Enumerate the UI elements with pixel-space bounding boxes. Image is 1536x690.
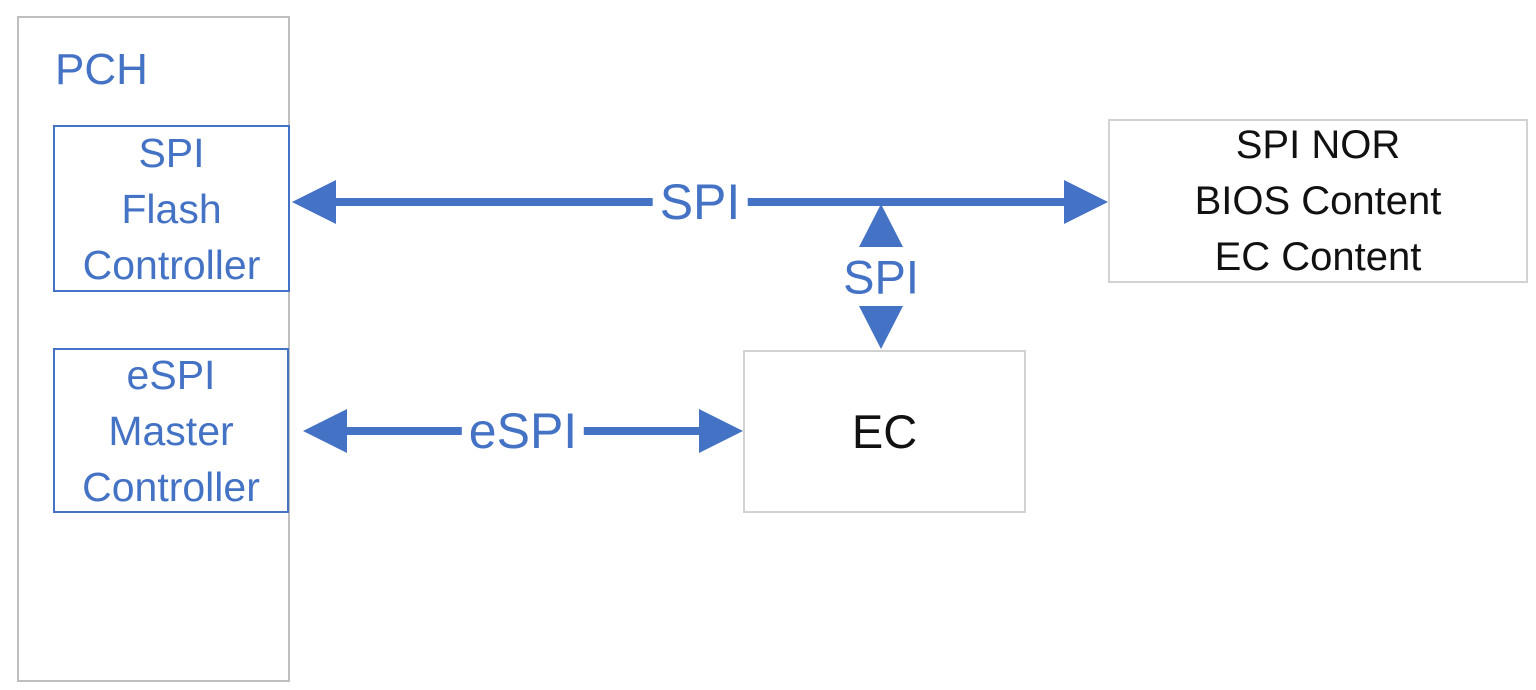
spi-flash-controller-label-line: SPI — [138, 129, 205, 176]
pch-label: PCH — [55, 45, 148, 94]
arrowhead-right-icon — [1064, 180, 1108, 224]
spi-ec-branch-label: SPI — [839, 251, 923, 302]
ec-label: EC — [851, 405, 918, 458]
ec-box: EC — [743, 350, 1026, 513]
espi-master-controller-box: eSPI Master Controller — [53, 348, 289, 513]
espi-bus-arrow: eSPI — [303, 406, 743, 456]
spi-flash-controller-box: SPI Flash Controller — [53, 125, 290, 292]
spi-nor-box: SPI NOR BIOS Content EC Content — [1108, 119, 1528, 283]
spi-nor-label-line: BIOS Content — [1194, 179, 1442, 223]
espi-bus-label: eSPI — [461, 406, 585, 456]
arrowhead-left-icon — [303, 409, 347, 453]
arrowhead-left-icon — [292, 180, 336, 224]
spi-nor-label-line: SPI NOR — [1235, 123, 1401, 167]
arrowhead-up-icon — [859, 204, 903, 247]
spi-bus-label: SPI — [652, 177, 748, 227]
spi-flash-controller-label-line: Flash — [121, 185, 222, 232]
arrowhead-down-icon — [859, 306, 903, 349]
spi-bus-arrow: SPI — [292, 177, 1108, 227]
arrowhead-right-icon — [699, 409, 743, 453]
espi-master-controller-label-line: eSPI — [126, 351, 216, 398]
espi-master-controller-label-line: Controller — [82, 463, 260, 510]
spi-ec-branch-arrow: SPI — [839, 204, 923, 349]
espi-master-controller-label-line: Master — [108, 407, 234, 454]
spi-flash-controller-label-line: Controller — [82, 241, 261, 288]
spi-nor-label-line: EC Content — [1214, 235, 1422, 279]
